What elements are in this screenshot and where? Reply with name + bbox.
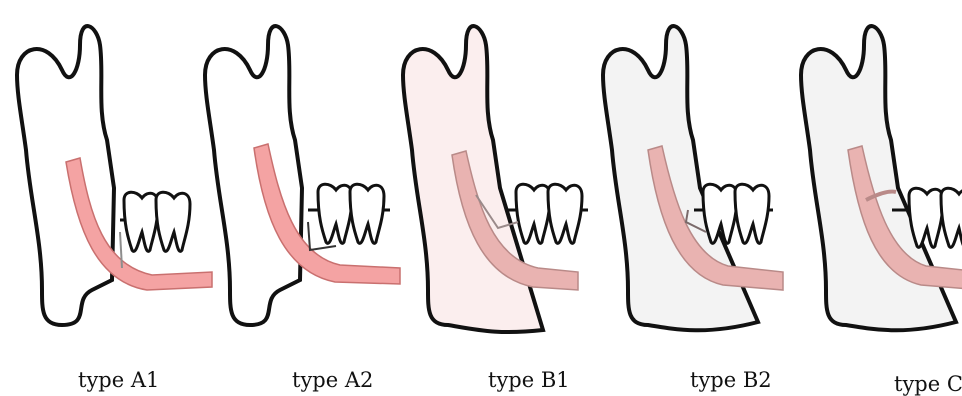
- molar-tooth-2: [350, 184, 384, 243]
- caption-type-a1: type A1: [78, 368, 159, 392]
- molar-tooth-2: [735, 184, 769, 243]
- molar-tooth-1: [124, 192, 158, 251]
- mandible-diagram-a1: [12, 0, 212, 340]
- mandible-outline: [17, 26, 114, 325]
- panel-type-c: type C: [796, 0, 962, 396]
- panel-type-a2: type A2: [200, 0, 400, 396]
- mandible-diagram-b2: [598, 0, 798, 340]
- molar-tooth-2: [941, 188, 962, 247]
- panel-type-b1: type B1: [398, 0, 598, 396]
- panel-type-a1: type A1: [12, 0, 212, 396]
- molar-tooth-1: [318, 184, 352, 243]
- caption-type-b1: type B1: [488, 368, 570, 392]
- caption-type-c: type C: [894, 372, 962, 396]
- caption-type-a2: type A2: [292, 368, 373, 392]
- mandible-diagram-c: [796, 0, 962, 340]
- caption-type-b2: type B2: [690, 368, 772, 392]
- molar-tooth-2: [548, 184, 582, 243]
- panel-type-b2: type B2: [598, 0, 798, 396]
- molar-tooth-1: [516, 184, 550, 243]
- mandible-diagram-a2: [200, 0, 400, 340]
- molar-tooth-2: [156, 192, 190, 251]
- molar-tooth-1: [909, 188, 943, 247]
- mandible-diagram-b1: [398, 0, 598, 340]
- mandible-outline: [205, 26, 302, 325]
